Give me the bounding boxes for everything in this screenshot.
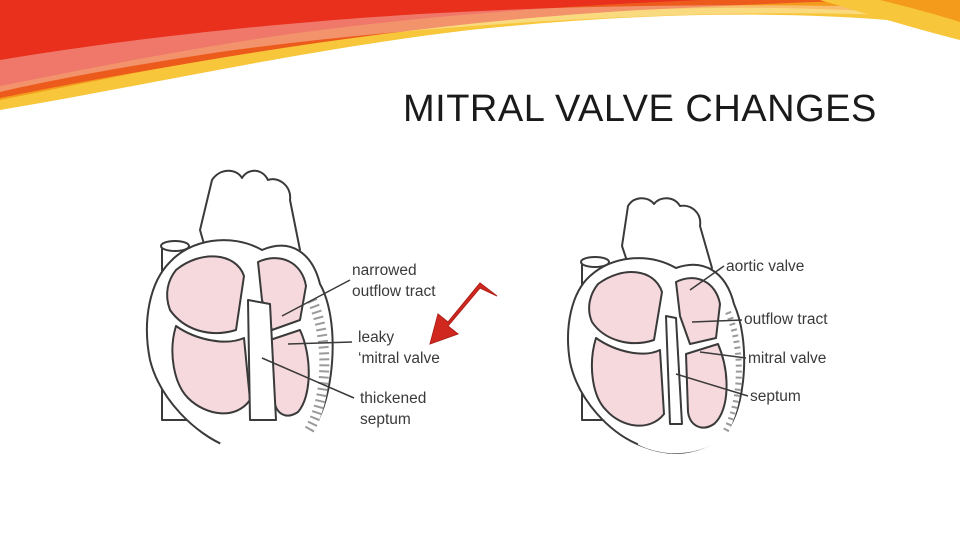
heart-left-drawing xyxy=(145,169,334,455)
heart-right-drawing xyxy=(567,197,746,454)
label-narrowed: narrowed xyxy=(352,262,417,279)
label-mitral-valve-right: mitral valve xyxy=(748,350,827,367)
leader-line-aortic xyxy=(689,265,725,291)
label-outflow-tract-left: outflow tract xyxy=(352,283,436,300)
decorative-swoosh-banner xyxy=(0,0,960,110)
leader-line-septum xyxy=(261,357,355,399)
label-leaky: leaky xyxy=(358,329,395,346)
label-thickened: thickened xyxy=(360,390,427,407)
label-mitral-valve-left: ‘mitral valve xyxy=(358,350,440,367)
label-septum-right: septum xyxy=(750,388,801,405)
label-septum-left: septum xyxy=(360,411,411,428)
label-outflow-tract-right: outflow tract xyxy=(744,311,828,328)
leader-line-mitral xyxy=(287,341,353,345)
leader-line-outflow xyxy=(281,279,351,317)
slide-title: MITRAL VALVE CHANGES xyxy=(403,88,877,130)
leader-line-mitral-right xyxy=(699,351,747,359)
septum-normal xyxy=(665,315,683,425)
leader-line-septum-right xyxy=(675,373,749,397)
label-aortic-valve: aortic valve xyxy=(726,258,805,275)
septum-thickened xyxy=(247,299,277,421)
leader-line-outflow-right xyxy=(691,319,743,323)
